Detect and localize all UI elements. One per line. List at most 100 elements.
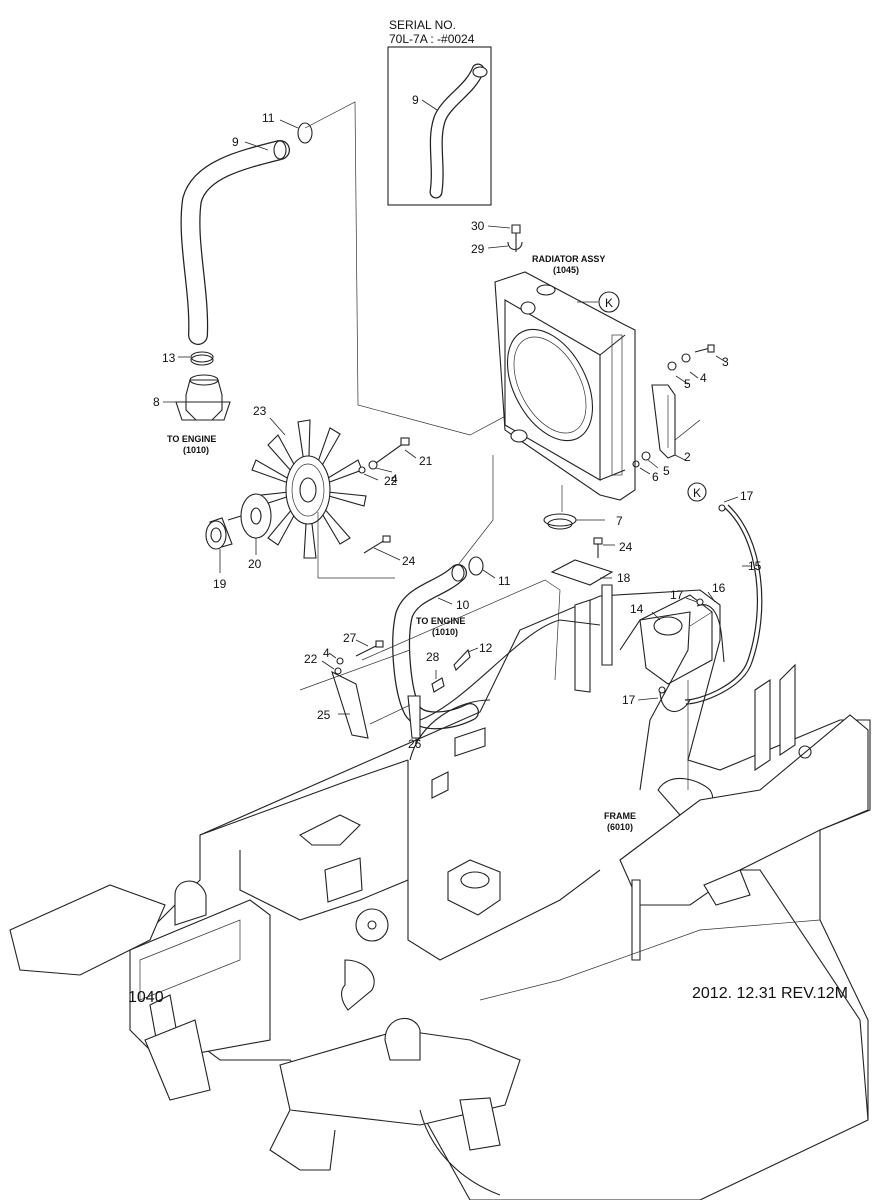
callout-30: 30 bbox=[471, 219, 485, 233]
reserve-tank-group: K bbox=[637, 482, 763, 790]
washer-4b bbox=[368, 460, 378, 470]
callout-15: 15 bbox=[748, 559, 762, 573]
callout-11a: 11 bbox=[262, 111, 275, 125]
callout-24a: 24 bbox=[402, 554, 416, 568]
to-engine-label-2: TO ENGINE bbox=[416, 616, 465, 626]
serial-title: SERIAL NO. bbox=[389, 18, 456, 32]
callout-5b: 5 bbox=[663, 464, 670, 478]
callout-18: 18 bbox=[617, 571, 631, 585]
radiator-lower-outlet bbox=[510, 429, 528, 443]
clip-29 bbox=[507, 241, 523, 251]
callout-4a: 4 bbox=[700, 371, 707, 385]
bracket-2 bbox=[651, 384, 676, 459]
serial-box-frame bbox=[387, 46, 492, 206]
callout-4b: 4 bbox=[391, 472, 398, 486]
callout-20: 20 bbox=[248, 557, 262, 571]
k-marker-label-1: K bbox=[605, 296, 613, 310]
k-connector-marker-1 bbox=[598, 291, 620, 313]
callout-25: 25 bbox=[317, 708, 331, 722]
callout-19: 19 bbox=[213, 577, 227, 591]
frame-label: FRAME bbox=[604, 811, 636, 821]
radiator-ref: (1045) bbox=[553, 265, 579, 275]
page-number: 1040 bbox=[128, 989, 164, 1006]
nut-6 bbox=[632, 460, 640, 468]
revision-date: 2012. 12.31 REV.12M bbox=[692, 985, 848, 1002]
upper-hose-group: TO ENGINE (1010) bbox=[163, 119, 313, 455]
callout-11b: 11 bbox=[498, 574, 511, 588]
plate-25 bbox=[331, 670, 369, 739]
pulley-19 bbox=[205, 520, 227, 550]
callout-14: 14 bbox=[630, 602, 644, 616]
washer-4c bbox=[336, 657, 344, 665]
k-marker-label-2: K bbox=[693, 486, 701, 500]
left-lug bbox=[174, 880, 207, 926]
upper-frame-structure bbox=[129, 579, 871, 1200]
left-counter-plate bbox=[9, 884, 166, 976]
clamp-17b bbox=[658, 686, 666, 694]
callout-5a: 5 bbox=[684, 377, 691, 391]
callout-2: 2 bbox=[684, 450, 691, 464]
callout-17b: 17 bbox=[670, 588, 684, 602]
bolt-21 bbox=[375, 442, 405, 464]
radiator-assy: K RADIATOR ASSY (1045) bbox=[487, 224, 636, 501]
callout-29: 29 bbox=[471, 242, 485, 256]
radiator-label: RADIATOR ASSY bbox=[532, 254, 605, 264]
bolt-27 bbox=[355, 644, 379, 657]
frame-ref: (6010) bbox=[607, 822, 633, 832]
radiator-bracket-group bbox=[632, 344, 727, 475]
callout-24b: 24 bbox=[619, 540, 633, 554]
reserve-tank-cap bbox=[653, 616, 683, 636]
callout-4c: 4 bbox=[323, 646, 330, 660]
reserve-tank-14 bbox=[639, 594, 713, 685]
rubber-mount-7 bbox=[543, 513, 577, 527]
mount-bracket-18 bbox=[550, 559, 614, 586]
center-lug bbox=[384, 1017, 421, 1061]
radiator-filler-neck bbox=[536, 284, 556, 296]
to-engine-label-1: TO ENGINE bbox=[167, 434, 216, 444]
frame-round-port bbox=[355, 908, 389, 942]
callout-8: 8 bbox=[153, 395, 160, 409]
radiator-mount-group bbox=[543, 485, 615, 586]
cap-screw-30 bbox=[511, 224, 521, 234]
callout-21: 21 bbox=[419, 454, 433, 468]
lower-frame-structure bbox=[9, 869, 869, 1196]
clamp-17a bbox=[696, 598, 704, 606]
hose-clamp-11b bbox=[468, 556, 484, 576]
callout-22a: 22 bbox=[384, 474, 398, 488]
washer-22b bbox=[334, 667, 342, 675]
callout-17c: 17 bbox=[622, 693, 636, 707]
callout-13: 13 bbox=[162, 351, 176, 365]
callout-27: 27 bbox=[343, 631, 357, 645]
pipe-12 bbox=[453, 648, 471, 671]
callout-17a: 17 bbox=[740, 489, 754, 503]
washer-22 bbox=[358, 466, 366, 474]
washer-5 bbox=[667, 361, 677, 371]
bolt-24a bbox=[363, 539, 386, 554]
callout-23: 23 bbox=[253, 404, 267, 418]
frame-plate-a bbox=[574, 599, 591, 693]
callout-16: 16 bbox=[712, 581, 726, 595]
water-outlet-8 bbox=[185, 379, 223, 421]
callout-6: 6 bbox=[652, 470, 659, 484]
washer-4 bbox=[681, 353, 691, 363]
callout-7: 7 bbox=[616, 514, 623, 528]
clamp-17c bbox=[718, 504, 726, 512]
fan-assembly bbox=[205, 417, 417, 579]
callout-22b: 22 bbox=[304, 652, 318, 666]
bolt-28 bbox=[431, 677, 445, 693]
serial-inset: SERIAL NO. 70L-7A : -#0024 9 bbox=[387, 18, 492, 206]
fan-blade-set-23 bbox=[251, 419, 367, 559]
engine-ref-1: (1010) bbox=[183, 445, 209, 455]
routing-line-1 bbox=[304, 101, 546, 436]
hose-clamp-11 bbox=[297, 122, 313, 144]
bracket-26 bbox=[407, 695, 421, 739]
frame-labels: FRAME (6010) bbox=[604, 811, 636, 832]
callout-9: 9 bbox=[232, 135, 239, 149]
part-callouts: 2 3 4 5 5 6 7 8 9 10 11 11 12 13 14 15 1… bbox=[153, 111, 762, 751]
callout-3: 3 bbox=[722, 355, 729, 369]
elbow-pipe bbox=[341, 959, 375, 1011]
hose-clamp-13 bbox=[190, 351, 214, 363]
inset-part-9: 9 bbox=[412, 93, 419, 107]
radiator-shroud-opening bbox=[506, 328, 594, 442]
